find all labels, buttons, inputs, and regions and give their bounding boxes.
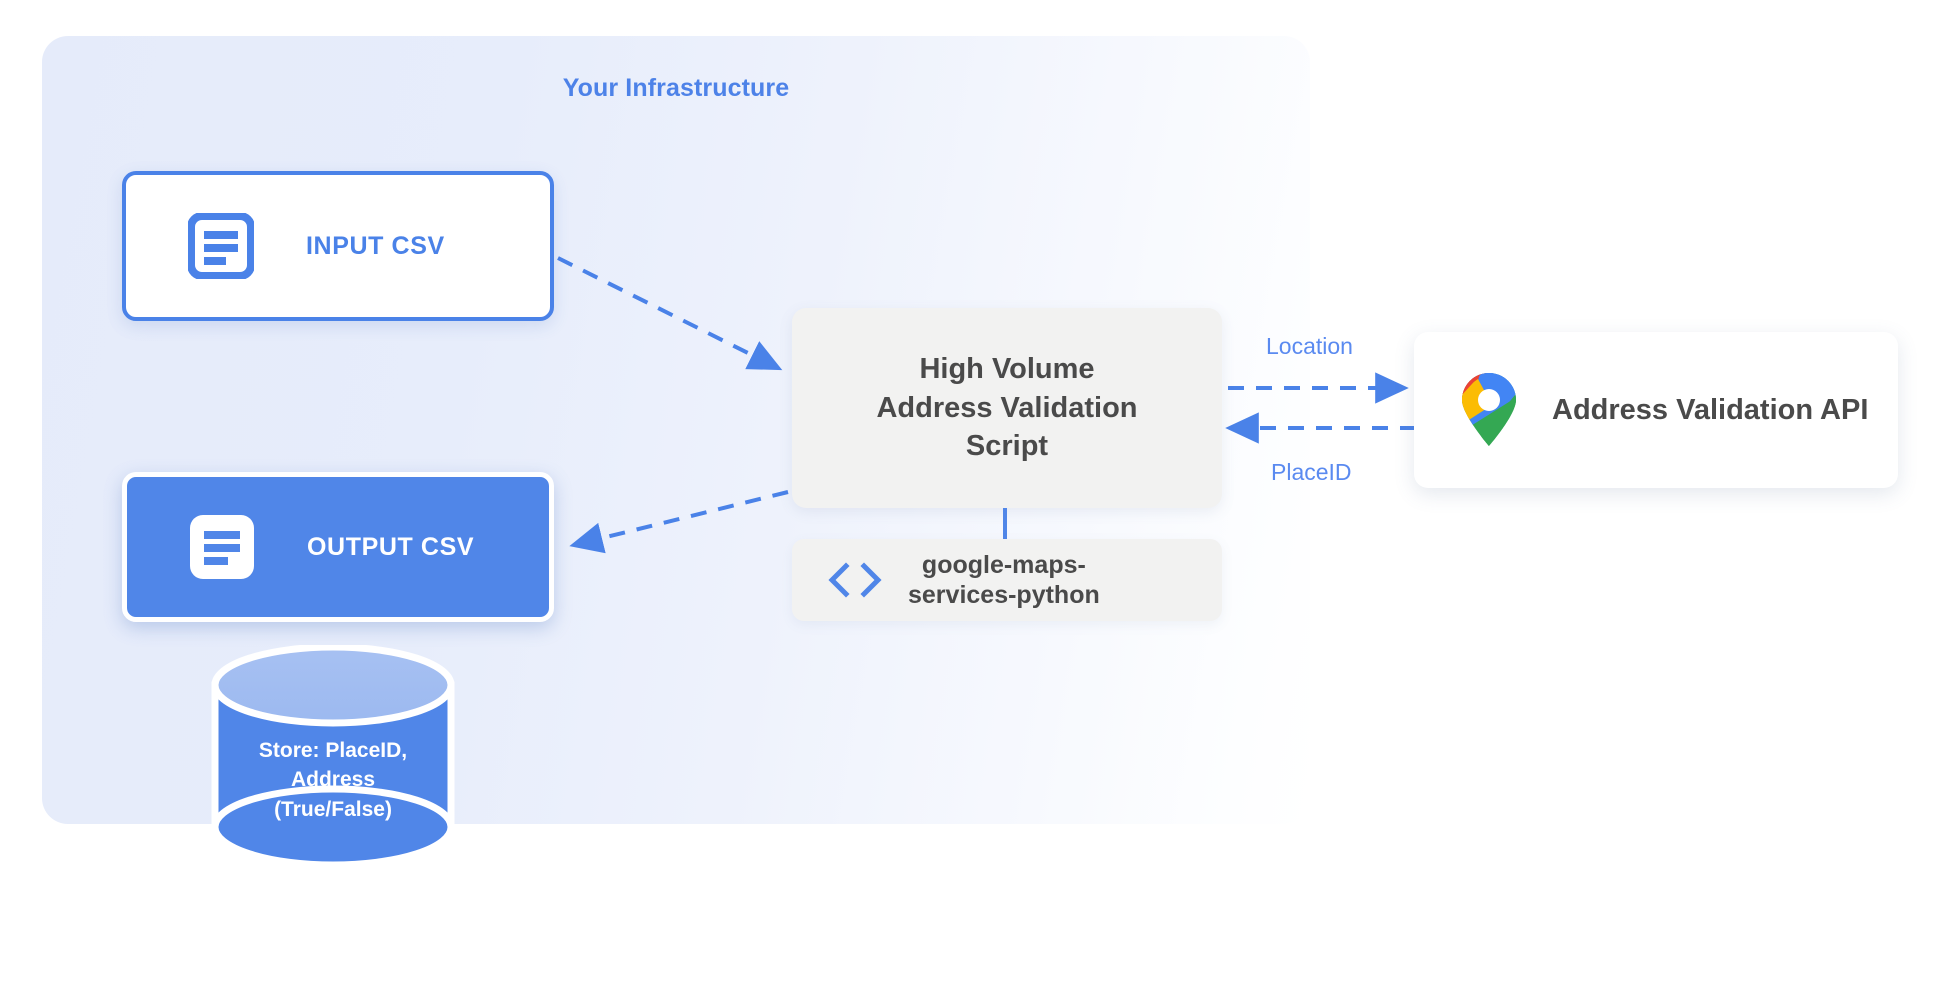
validation-script-label: High Volume Address Validation Script xyxy=(876,353,1138,463)
node-input-csv[interactable]: INPUT CSV xyxy=(122,171,554,321)
infrastructure-title: Your Infrastructure xyxy=(562,74,790,102)
output-csv-label: OUTPUT CSV xyxy=(307,532,475,561)
script-library-connector xyxy=(1003,508,1007,541)
edge-label-location: Location xyxy=(1266,333,1353,359)
document-icon xyxy=(188,213,254,279)
input-csv-label: INPUT CSV xyxy=(306,231,445,260)
node-client-library[interactable]: google-maps- services-python xyxy=(792,539,1222,621)
node-database[interactable] xyxy=(211,645,455,867)
edge-label-placeid: PlaceID xyxy=(1271,459,1352,485)
client-library-label: google-maps- services-python xyxy=(908,550,1100,610)
code-icon xyxy=(828,562,882,598)
address-validation-api-label: Address Validation API xyxy=(1552,393,1869,426)
google-maps-pin-icon xyxy=(1462,373,1517,447)
database-label: Store: PlaceID, Address (True/False) xyxy=(258,739,408,821)
node-address-validation-api[interactable]: Address Validation API xyxy=(1414,332,1898,488)
document-icon xyxy=(190,515,254,579)
node-validation-script[interactable]: High Volume Address Validation Script xyxy=(792,308,1222,508)
node-output-csv[interactable]: OUTPUT CSV xyxy=(122,472,554,622)
